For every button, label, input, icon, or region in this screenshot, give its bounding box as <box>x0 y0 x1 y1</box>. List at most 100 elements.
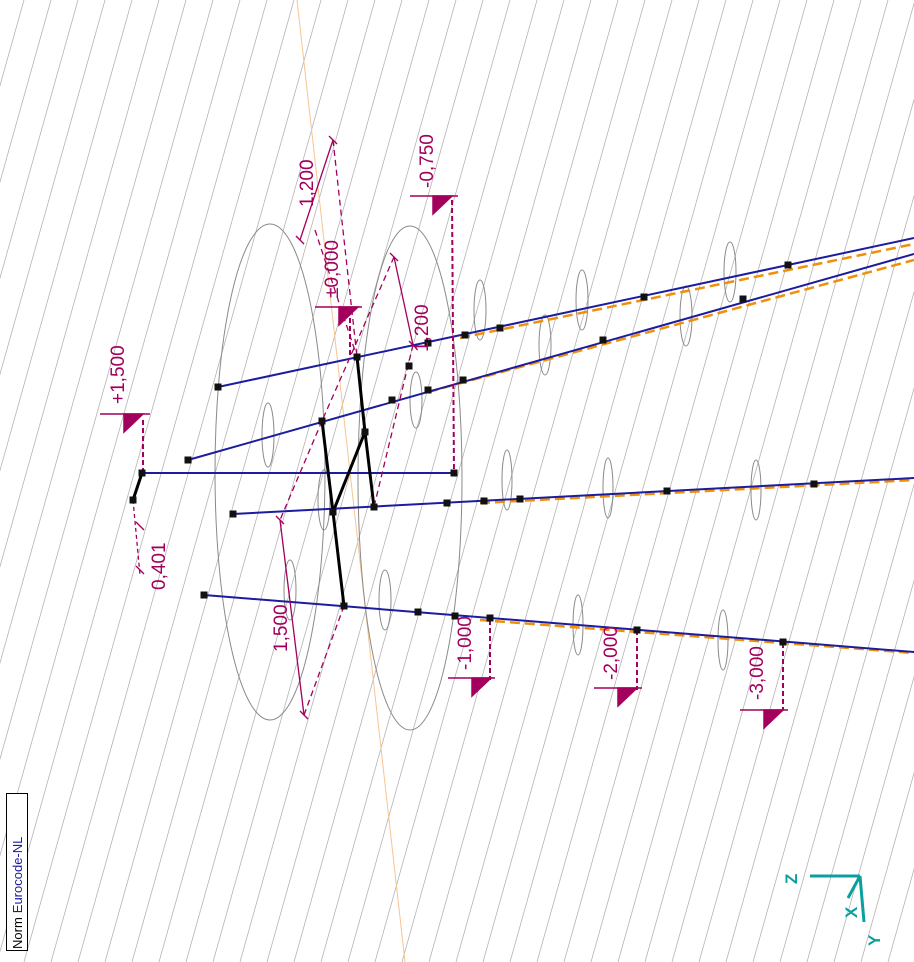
level-labels: +1,500 ±0,000 -0,750 1,200 -1,000 -2,000… <box>108 134 768 700</box>
hatch-line <box>455 0 727 962</box>
node-marker[interactable] <box>739 295 747 303</box>
axis-gizmo <box>810 874 866 923</box>
hatch-line <box>104 0 376 962</box>
level-label-zero: ±0,000 <box>322 240 343 298</box>
hatch-line <box>0 0 106 376</box>
hatch-line <box>131 0 403 962</box>
node-marker[interactable] <box>779 638 787 646</box>
hatch-line <box>860 771 914 962</box>
node-marker[interactable] <box>480 497 488 505</box>
node-marker[interactable] <box>451 612 459 620</box>
hatch-line <box>428 0 700 962</box>
node-marker[interactable] <box>370 503 378 511</box>
node-marker[interactable] <box>633 626 641 634</box>
hatch-line <box>0 0 160 568</box>
hatch-line <box>320 0 592 962</box>
hatch-line <box>0 0 268 953</box>
node-marker[interactable] <box>353 353 361 361</box>
node-marker[interactable] <box>318 417 326 425</box>
node-marker[interactable] <box>184 456 192 464</box>
level-label-minus2000: -2,000 <box>601 626 622 680</box>
hatch-line <box>0 0 214 761</box>
node-marker[interactable] <box>405 362 413 370</box>
level-label-minus3000: -3,000 <box>747 646 768 700</box>
node-marker[interactable] <box>443 499 451 507</box>
node-marker[interactable] <box>414 608 422 616</box>
dimension-ticks <box>135 135 418 720</box>
node-marker[interactable] <box>214 383 222 391</box>
hatch-line <box>0 0 52 184</box>
hatch-line <box>0 0 241 857</box>
node-marker[interactable] <box>424 339 432 347</box>
hatch-line <box>0 0 79 280</box>
hatch-line <box>509 0 781 962</box>
hatch-line <box>563 0 835 962</box>
hatch-line <box>347 0 619 962</box>
node-marker[interactable] <box>461 331 469 339</box>
hatch-line <box>50 0 322 962</box>
hatch-line <box>212 0 484 962</box>
node-marker[interactable] <box>424 386 432 394</box>
hatch-line <box>617 0 889 962</box>
hatch-line <box>0 0 133 472</box>
hatch-line <box>401 0 673 962</box>
level-markers <box>100 195 788 730</box>
hatch-line <box>77 0 349 962</box>
dimension-lines <box>132 139 784 716</box>
level-label-minus1000: -1,000 <box>455 616 476 670</box>
hatch-line <box>536 0 808 962</box>
dim-label-1500: 1,500 <box>271 604 292 652</box>
dim-label-1200: 1,200 <box>297 159 318 207</box>
norm-indicator: Norm Eurocode-NL <box>6 793 28 951</box>
node-marker[interactable] <box>496 324 504 332</box>
hatch-line <box>671 98 914 962</box>
axis-z-label: Z <box>782 874 801 884</box>
node-marker[interactable] <box>229 510 237 518</box>
node-marker[interactable] <box>138 469 146 477</box>
dimension-labels: 1,200 1,500 0,401 <box>149 159 318 652</box>
hatch-line <box>266 0 538 962</box>
hatch-line <box>374 0 646 962</box>
node-marker[interactable] <box>599 336 607 344</box>
node-marker[interactable] <box>784 261 792 269</box>
dim-label-0401: 0,401 <box>149 542 170 590</box>
node-marker[interactable] <box>516 495 524 503</box>
hatch-line <box>806 579 914 962</box>
hatch-line <box>590 0 862 962</box>
dashed-analysis-lines <box>427 242 914 655</box>
node-marker[interactable] <box>459 376 467 384</box>
node-marker[interactable] <box>388 396 396 404</box>
hatch-line <box>239 0 511 962</box>
node-marker[interactable] <box>450 469 458 477</box>
level-label-minus0750: -0,750 <box>417 134 438 188</box>
hatch-line <box>833 675 914 962</box>
hatch-line <box>698 194 914 962</box>
level-label-plus1500: +1,500 <box>108 345 129 404</box>
axis-y-label: Y <box>865 934 884 946</box>
node-marker[interactable] <box>810 480 818 488</box>
orange-reference-line <box>296 0 406 962</box>
node-marker[interactable] <box>129 496 137 504</box>
node-marker[interactable] <box>663 487 671 495</box>
blue-beams <box>142 237 914 653</box>
node-marker[interactable] <box>640 293 648 301</box>
node-marker[interactable] <box>329 508 337 516</box>
axis-x-label: X <box>842 906 861 918</box>
hatch-line <box>779 483 914 962</box>
hatch-line <box>158 0 430 962</box>
level-label-1200-lower: 1,200 <box>412 304 433 352</box>
node-marker[interactable] <box>340 602 348 610</box>
beam-nodes <box>129 261 818 646</box>
hatch-line <box>482 0 754 962</box>
norm-label: Norm <box>9 917 25 949</box>
hatch-line <box>23 0 295 962</box>
node-marker[interactable] <box>361 428 369 436</box>
node-marker[interactable] <box>486 614 494 622</box>
hatch-line <box>0 0 187 665</box>
norm-value: Eurocode-NL <box>9 836 25 914</box>
node-marker[interactable] <box>200 591 208 599</box>
hatch-line <box>185 0 457 962</box>
hatch-line <box>644 2 914 962</box>
